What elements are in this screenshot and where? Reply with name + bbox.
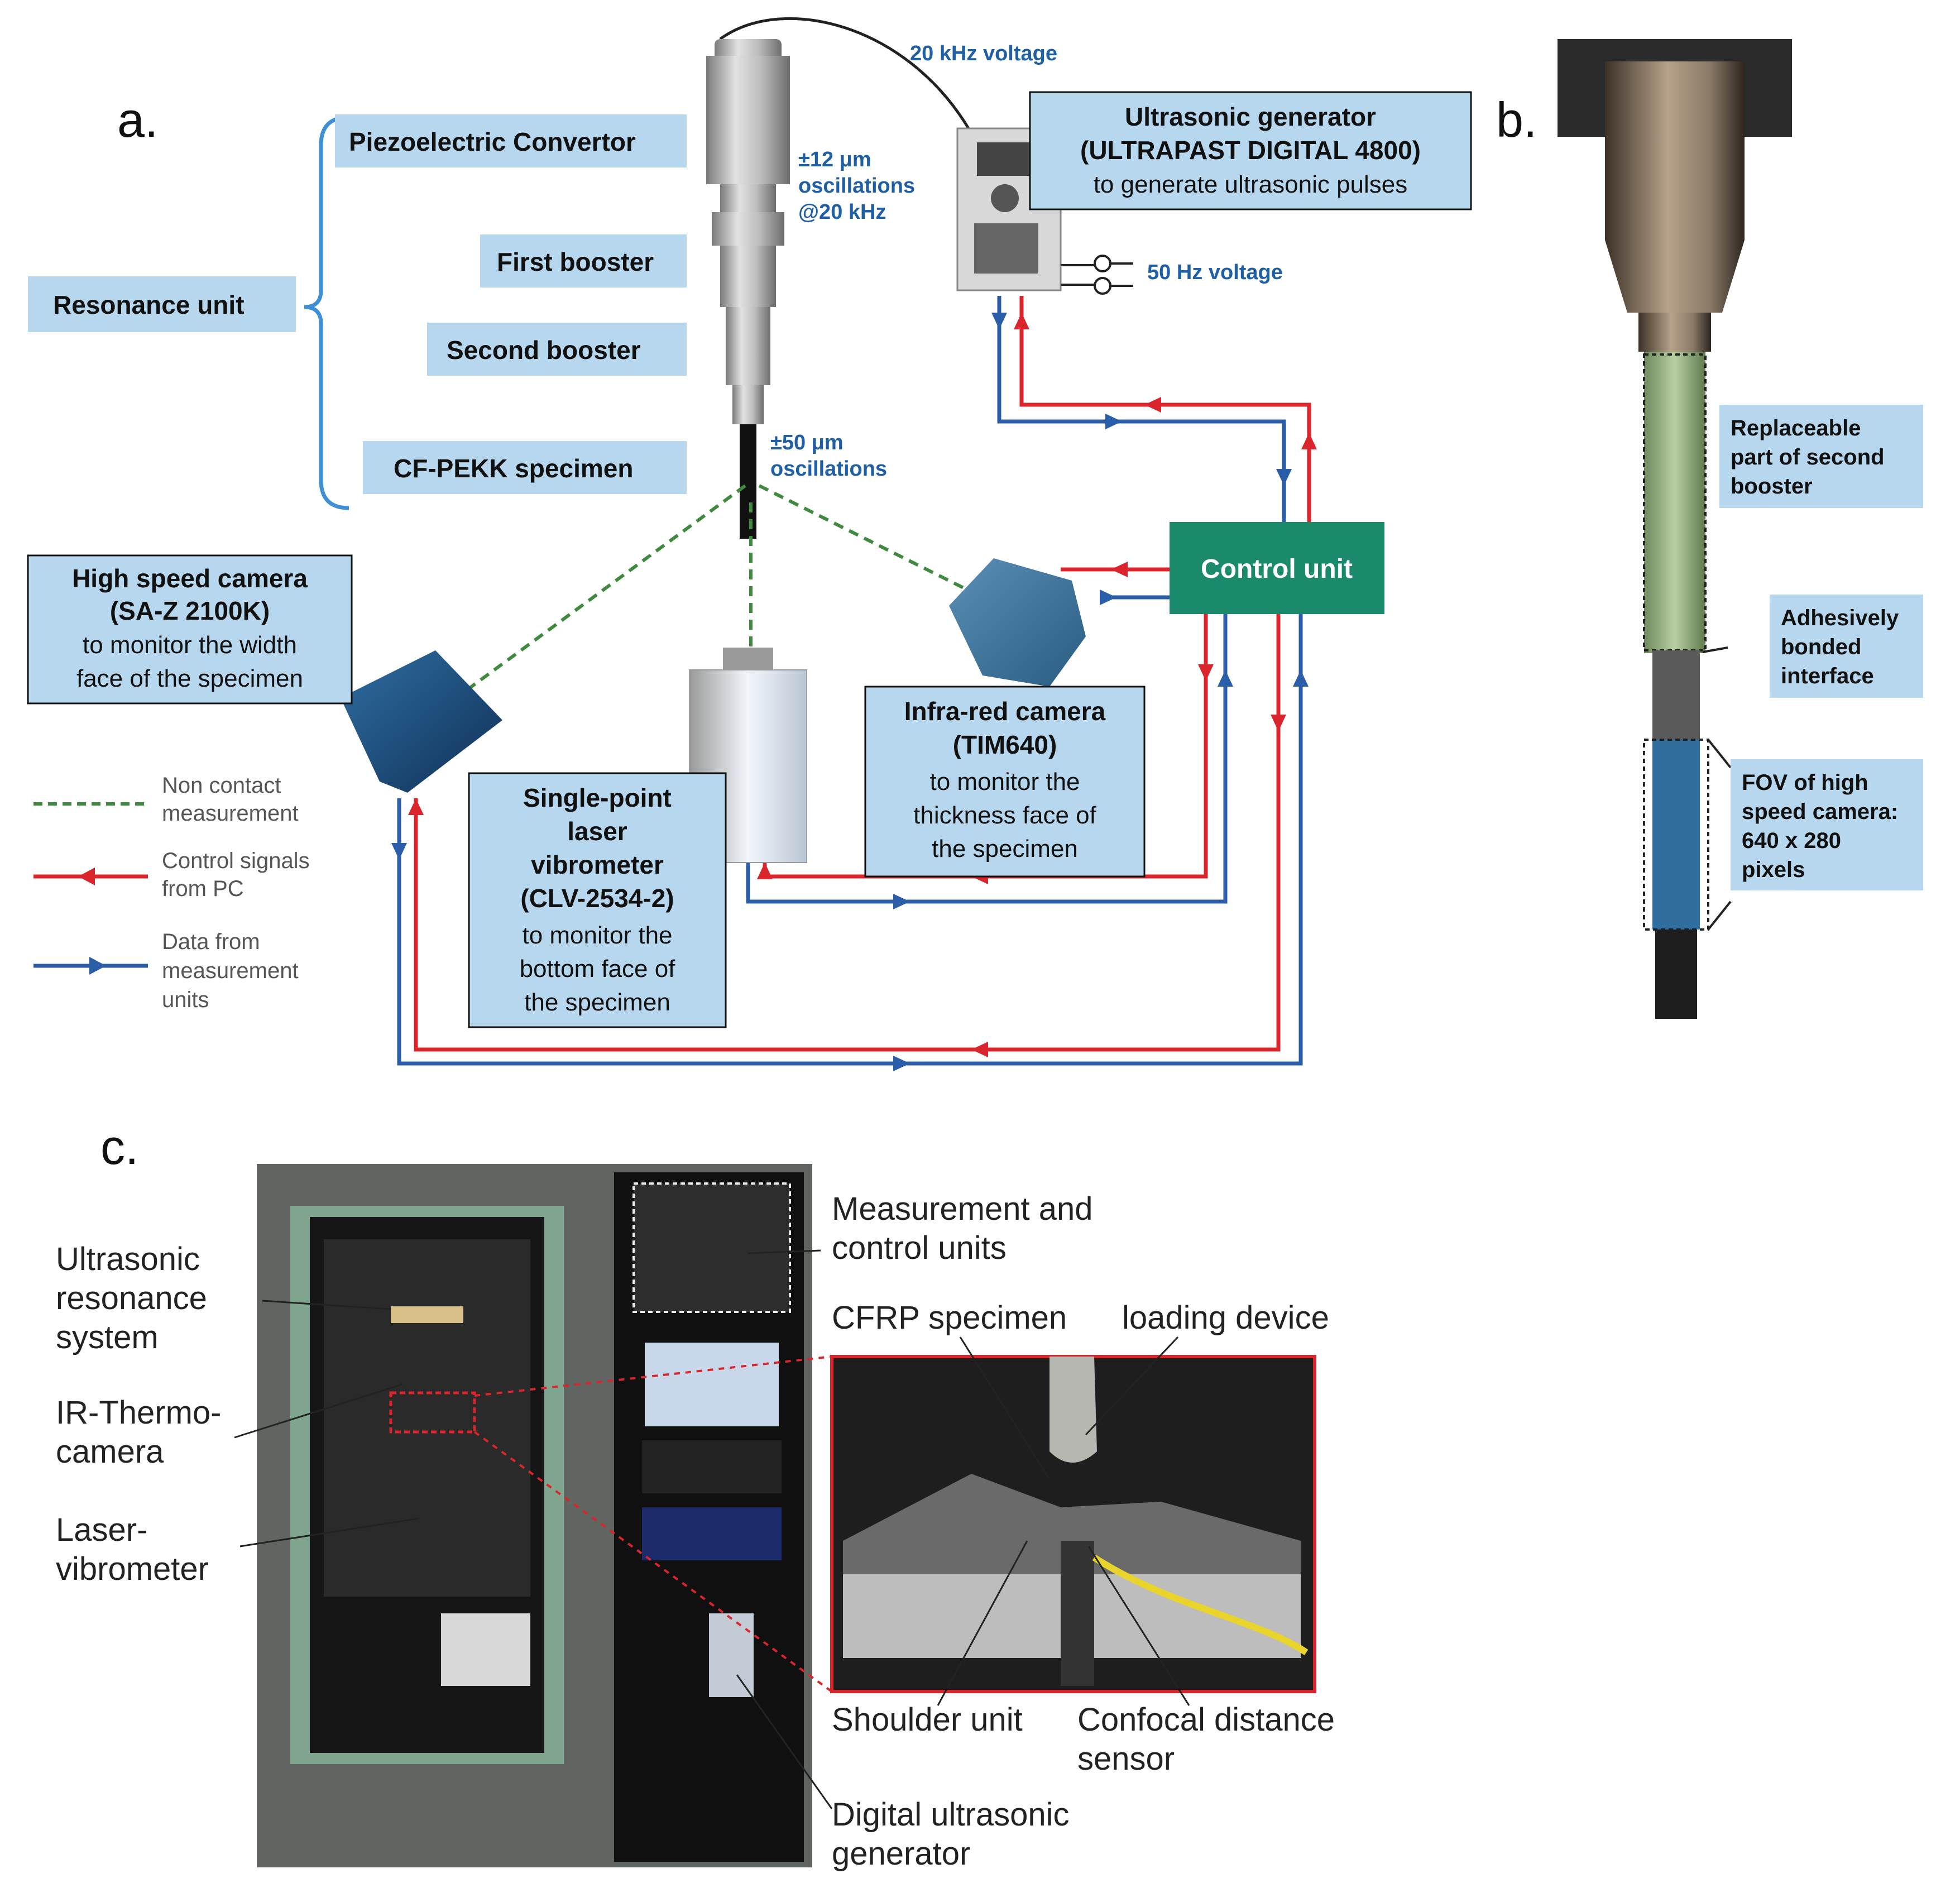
legend-data-line3: units [162,988,209,1012]
osc12-line2: oscillations [798,174,915,198]
adhesive-line3: interface [1781,664,1874,688]
first-booster-label-bg [480,234,687,288]
legend-data-line2: measurement [162,959,299,983]
digital-line1: Digital ultrasonic [832,1796,1070,1833]
ir-line1: IR-Thermo- [56,1395,221,1431]
vibrometer-label-bg [468,772,727,1028]
hs-camera-label-bg [27,554,353,705]
legend-noncontact-line2: measurement [162,801,299,826]
loading-label: loading device [1122,1300,1329,1336]
ir-camera-line2: (TIM640) [953,730,1057,759]
replaceable-line1: Replaceable [1731,416,1861,440]
cfrp-label: CFRP specimen [832,1300,1067,1336]
generator-line3: to generate ultrasonic pulses [1094,171,1408,198]
osc50-line2: oscillations [770,457,887,481]
digital-line2: generator [832,1836,970,1872]
test-rig-photo [257,1164,812,1867]
ir-camera-line3: to monitor the [929,768,1080,796]
measure-line2: control units [832,1230,1007,1266]
control-unit-box [1170,522,1384,614]
ir-camera-shape [949,558,1086,687]
ir-camera-line5: the specimen [932,835,1078,863]
arrowheads [391,313,1317,1071]
hs-camera-line4: face of the specimen [76,665,303,692]
vibrometer-line2: laser [567,817,627,846]
non-contact-lines [440,484,984,711]
resonance-stack-illustration [706,17,970,539]
panel-label-a: a. [117,92,158,147]
osc12-line1: ±12 μm [798,148,871,171]
specimen-label-bg [363,441,687,494]
resonance-unit-label: Resonance unit [53,290,245,319]
confocal-line2: sensor [1077,1741,1175,1777]
replaceable-label-bg [1719,405,1923,508]
panel-label-b: b. [1496,92,1537,147]
confocal-line1: Confocal distance [1077,1702,1335,1738]
piezo-label-bg [335,114,687,167]
replaceable-line2: part of second [1731,445,1885,469]
control-unit-label: Control unit [1201,554,1353,584]
fov-line3: 640 x 280 [1742,828,1841,853]
ultrasonic-line1: Ultrasonic [56,1241,200,1277]
legend-data-line1: Data from [162,929,260,954]
adhesive-line2: bonded [1781,635,1861,659]
legend-control-line1: Control signals [162,849,310,873]
hs-camera-line1: High speed camera [72,564,308,593]
vibrometer-line6: bottom face of [520,955,676,983]
fov-line4: pixels [1742,857,1805,882]
shoulder-label: Shoulder unit [832,1702,1023,1738]
fov-label-bg [1731,759,1923,890]
fov-line1: FOV of high [1742,770,1868,795]
ir-camera-label-bg [864,686,1146,878]
legend: Non contact measurement Control signals … [33,773,310,1012]
specimen-label: CF-PEKK specimen [394,454,633,483]
high-speed-camera-shape [341,650,502,793]
vibrometer-line4: (CLV-2534-2) [520,884,674,913]
ir-camera-line4: thickness face of [913,802,1096,829]
panel-label-c: c. [100,1119,138,1175]
generator-line1: Ultrasonic generator [1125,102,1376,131]
first-booster-label: First booster [497,247,654,276]
vibrometer-line5: to monitor the [522,922,672,949]
second-booster-label-bg [427,323,687,376]
ir-line2: camera [56,1434,164,1470]
ultrasonic-line2: resonance [56,1280,207,1316]
inset-zoom-lines [473,1355,833,1693]
inset-photo [830,1355,1316,1693]
vibrometer-line1: Single-point [523,783,672,812]
laser-line1: Laser- [56,1512,147,1548]
booster-illustration [1558,39,1792,1019]
legend-noncontact-line1: Non contact [162,773,281,798]
callout-lines [234,1249,1190,1809]
voltage-20khz-note: 20 kHz voltage [910,42,1057,65]
legend-control-line2: from PC [162,876,244,901]
fov-line2: speed camera: [1742,799,1898,824]
measure-line1: Measurement and [832,1191,1092,1227]
voltage-50hz-note: 50 Hz voltage [1147,261,1283,284]
plug-symbol [1061,255,1133,295]
hs-camera-line3: to monitor the width [83,631,297,659]
vibrometer-line7: the specimen [524,989,670,1016]
resonance-bracket [304,115,349,510]
replaceable-line3: booster [1731,474,1813,499]
ir-camera-line1: Infra-red camera [904,697,1106,726]
laser-line2: vibrometer [56,1551,209,1587]
second-booster-label: Second booster [447,336,641,365]
generator-line2: (ULTRAPAST DIGITAL 4800) [1080,136,1421,165]
osc12-line3: @20 kHz [798,200,886,224]
adhesive-line1: Adhesively [1781,606,1899,630]
adhesive-label-bg [1770,595,1923,698]
ultrasonic-line3: system [56,1319,159,1355]
piezo-label: Piezoelectric Convertor [349,127,636,156]
osc50-line1: ±50 μm [770,431,844,454]
vibrometer-line3: vibrometer [531,850,664,879]
hs-camera-line2: (SA-Z 2100K) [110,596,270,625]
generator-label-bg [1029,91,1472,210]
resonance-unit-label-bg [28,276,296,332]
